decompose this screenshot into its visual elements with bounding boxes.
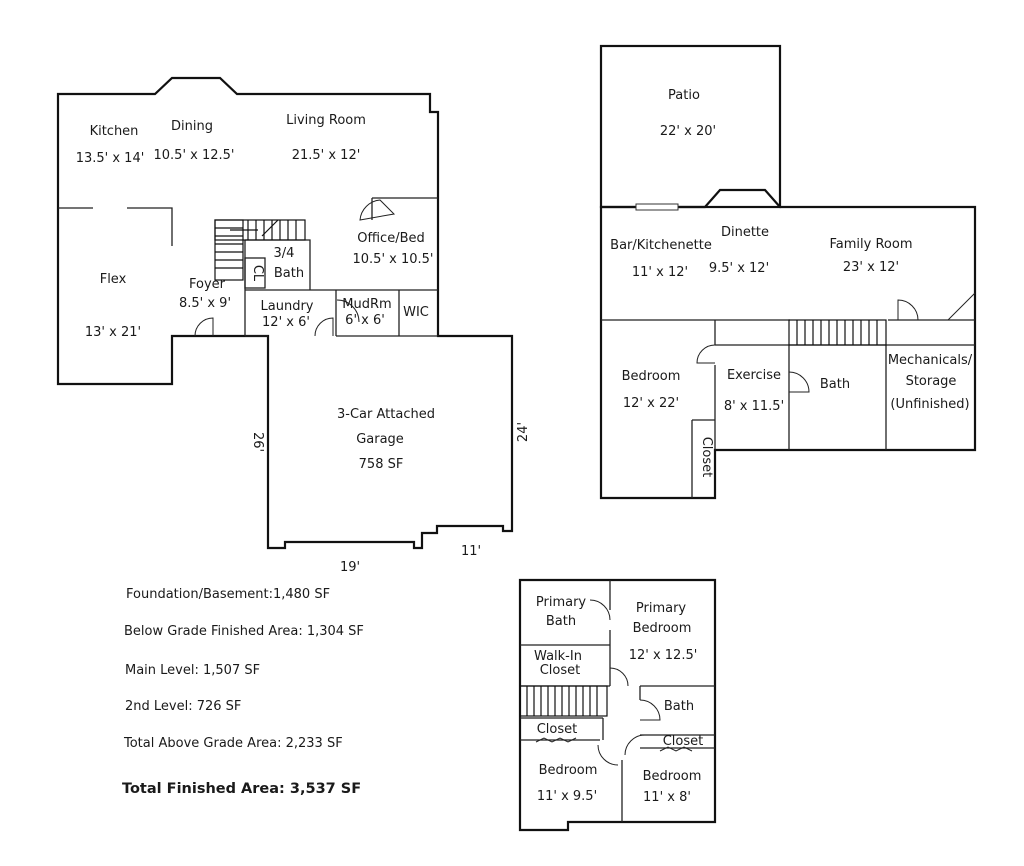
mechanicals-label: Mechanicals/ [888, 353, 973, 368]
bedroom-door [696, 344, 716, 364]
walkin-label: Walk-In [534, 649, 582, 664]
foyer-door [194, 317, 214, 337]
laundry-label: Laundry [261, 299, 314, 314]
primary-bath-door [589, 599, 611, 621]
living-size: 21.5' x 12' [292, 148, 361, 163]
garage-dim-bottom: 19' [340, 560, 360, 575]
second-level-labels: Primary Bath Primary Bedroom 12' x 12.5'… [534, 595, 703, 805]
family-door [897, 299, 919, 321]
basement-labels: Patio 22' x 20' Bar/Kitchenette 11' x 12… [610, 88, 973, 477]
bedroom2-size: 11' x 8' [643, 790, 691, 805]
bedroom2-label: Bedroom [643, 769, 702, 784]
main-level-outer-wall [56, 76, 514, 550]
closet-label-1: Closet [537, 722, 578, 737]
patio-label: Patio [668, 88, 700, 103]
garage-label-2: Garage [356, 432, 404, 447]
exercise-size: 8' x 11.5' [724, 399, 784, 414]
garage-dim-left: 26' [250, 432, 265, 452]
bedroom-label: Bedroom [622, 369, 681, 384]
kitchen-size: 13.5' x 14' [76, 151, 145, 166]
bath-label-2: Bath [664, 699, 694, 714]
bedroom-size: 12' x 22' [623, 396, 679, 411]
cl-box [244, 257, 266, 289]
laundry-size: 12' x 6' [262, 315, 310, 330]
garage-dim-bottom-short: 11' [461, 544, 481, 559]
mudroom-size: 6' x 6' [345, 313, 385, 328]
main-level-plan [56, 76, 514, 550]
primary-bedroom-label-2: Bedroom [633, 621, 692, 636]
stat-below-grade: Below Grade Finished Area: 1,304 SF [124, 624, 364, 639]
cl-label: CL [250, 265, 265, 282]
bedroom-door-2 [624, 734, 646, 756]
basement-stairs [788, 319, 887, 346]
family-label: Family Room [830, 237, 913, 252]
living-label: Living Room [286, 113, 366, 128]
mudroom-door [336, 299, 360, 323]
closet-label-2: Closet [663, 734, 704, 749]
office-size: 10.5' x 10.5' [353, 252, 434, 267]
stat-above-grade: Total Above Grade Area: 2,233 SF [123, 736, 343, 751]
total-finished-area: Total Finished Area: 3,537 SF [122, 781, 361, 797]
dining-label: Dining [171, 119, 213, 134]
second-level-stairs [519, 685, 608, 717]
wic-label: WIC [403, 305, 429, 320]
flex-label: Flex [100, 272, 127, 287]
stat-foundation: Foundation/Basement:1,480 SF [126, 587, 330, 602]
flex-size: 13' x 21' [85, 325, 141, 340]
primary-bath-label: Primary [536, 595, 587, 610]
office-label: Office/Bed [357, 231, 425, 246]
family-door-2 [947, 292, 976, 321]
exercise-label: Exercise [727, 368, 781, 383]
closet-bifold-2 [659, 746, 693, 752]
bedroom1-label: Bedroom [539, 763, 598, 778]
laundry-door [314, 317, 334, 337]
walkin-door [609, 667, 629, 687]
main-stairs [214, 219, 306, 281]
threequarter-bath-label-2: Bath [274, 266, 304, 281]
office-door [359, 199, 396, 221]
dining-size: 10.5' x 12.5' [154, 148, 235, 163]
dinette-label: Dinette [721, 225, 769, 240]
garage-dim-right: 24' [516, 422, 531, 442]
mechanicals-label-3: (Unfinished) [890, 397, 969, 412]
primary-bath-label-2: Bath [546, 614, 576, 629]
bath-label: Bath [820, 377, 850, 392]
walkin-label-2: Closet [540, 663, 581, 678]
bath-door [788, 371, 810, 393]
basement-outer-wall [599, 188, 977, 500]
foyer-size: 8.5' x 9' [179, 296, 231, 311]
primary-bedroom-label: Primary [636, 601, 687, 616]
mechanicals-label-2: Storage [906, 374, 957, 389]
bedroom-door-1 [597, 744, 619, 766]
main-level-labels: Kitchen 13.5' x 14' Dining 10.5' x 12.5'… [76, 113, 531, 575]
basement-plan [599, 44, 977, 500]
bedroom1-size: 11' x 9.5' [537, 789, 597, 804]
dinette-size: 9.5' x 12' [709, 261, 769, 276]
second-level-outer-wall [518, 578, 717, 832]
patio-size: 22' x 20' [660, 124, 716, 139]
bar-size: 11' x 12' [632, 265, 688, 280]
mudroom-label: MudRm [342, 297, 391, 312]
second-level-interior-walls [520, 580, 715, 822]
bath-door-2 [639, 699, 661, 721]
family-size: 23' x 12' [843, 260, 899, 275]
closet-label: Closet [699, 437, 714, 478]
threequarter-bath-label: 3/4 [274, 246, 295, 261]
primary-bedroom-size: 12' x 12.5' [629, 648, 698, 663]
second-level-plan [518, 578, 717, 832]
stat-second-level: 2nd Level: 726 SF [125, 699, 241, 714]
garage-label: 3-Car Attached [337, 407, 435, 422]
area-stats: Foundation/Basement:1,480 SF Below Grade… [122, 587, 364, 797]
basement-window [635, 203, 679, 211]
foyer-label: Foyer [189, 277, 226, 292]
bar-label: Bar/Kitchenette [610, 238, 712, 253]
kitchen-label: Kitchen [90, 124, 139, 139]
closet-bifold-1 [535, 737, 577, 743]
stat-main-level: Main Level: 1,507 SF [125, 663, 260, 678]
garage-area: 758 SF [359, 457, 404, 472]
